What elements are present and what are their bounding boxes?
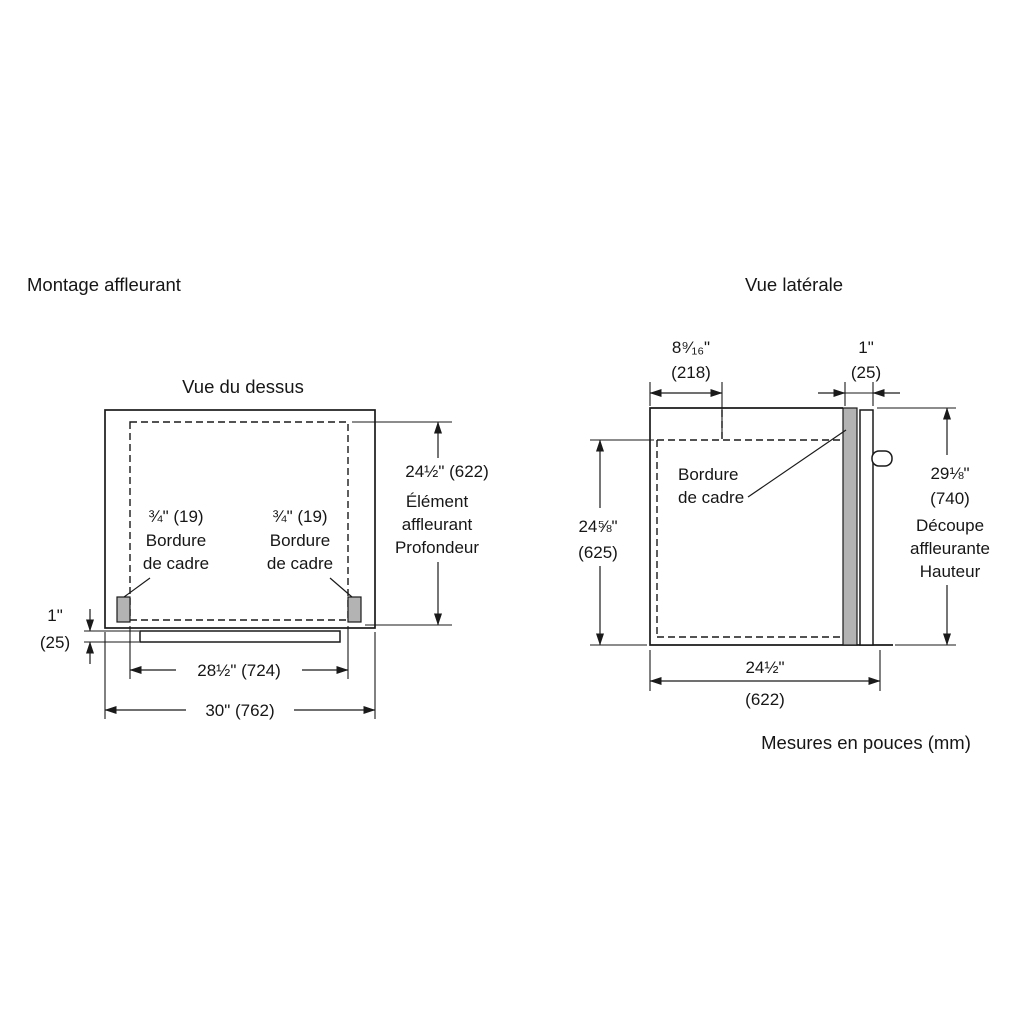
total-depth-dim: 24½" bbox=[745, 658, 784, 677]
cutout-dashed-outline bbox=[129, 421, 349, 621]
cutout-height-dim-mm: (740) bbox=[930, 489, 970, 508]
frame-border-block-right bbox=[347, 596, 362, 623]
top-inset-dim: 8⁹⁄₁₆" bbox=[672, 338, 710, 357]
frame-label-2: de cadre bbox=[678, 488, 744, 507]
frame-left-dim: ¾" (19) bbox=[148, 507, 203, 526]
cabinet-outline bbox=[104, 409, 376, 629]
frame-border-block-left bbox=[116, 596, 131, 623]
frame-label-1: Bordure bbox=[678, 465, 738, 484]
right-section-title: Vue latérale bbox=[745, 274, 843, 295]
opening-width-dim: 28½" (724) bbox=[197, 661, 281, 680]
depth-dim: 24½" (622) bbox=[405, 462, 489, 481]
units-note: Mesures en pouces (mm) bbox=[761, 732, 971, 753]
depth-label-1: Élément bbox=[406, 492, 469, 511]
total-depth-dim-mm: (622) bbox=[745, 690, 785, 709]
cavity-height-dim: 24⅝" bbox=[578, 517, 617, 536]
top-view: Vue du dessus 1" (25) ¾" (1 bbox=[40, 376, 489, 720]
overall-width-dim: 30" (762) bbox=[205, 701, 274, 720]
door-thickness-dim: 1" bbox=[858, 338, 874, 357]
frame-border-bar bbox=[842, 407, 858, 646]
cutout-height-label-1: Découpe bbox=[916, 516, 984, 535]
left-section-title: Montage affleurant bbox=[27, 274, 181, 295]
cabinet-section-outline bbox=[649, 407, 893, 646]
leader-line bbox=[747, 429, 847, 498]
frame-left-label-1: Bordure bbox=[146, 531, 206, 550]
frame-left-label-2: de cadre bbox=[143, 554, 209, 573]
side-view: 8⁹⁄₁₆" (218) 1" (25) 24⅝" (625) Bordure … bbox=[578, 338, 990, 709]
cutout-height-label-3: Hauteur bbox=[920, 562, 981, 581]
cavity-height-dim-mm: (625) bbox=[578, 543, 618, 562]
depth-label-3: Profondeur bbox=[395, 538, 479, 557]
door-thickness-dim-mm: (25) bbox=[851, 363, 881, 382]
frame-right-label-2: de cadre bbox=[267, 554, 333, 573]
frame-right-label-1: Bordure bbox=[270, 531, 330, 550]
leader-line bbox=[329, 577, 353, 598]
leader-line bbox=[123, 577, 151, 598]
frame-right-dim: ¾" (19) bbox=[272, 507, 327, 526]
top-inset-dim-mm: (218) bbox=[671, 363, 711, 382]
front-element bbox=[139, 630, 341, 643]
cutout-height-label-2: affleurante bbox=[910, 539, 990, 558]
front-thickness-dim: 1" bbox=[47, 606, 63, 625]
door-handle bbox=[871, 450, 893, 467]
depth-label-2: affleurant bbox=[402, 515, 473, 534]
top-view-title: Vue du dessus bbox=[182, 376, 304, 397]
door-panel bbox=[859, 409, 874, 646]
front-thickness-dim-mm: (25) bbox=[40, 633, 70, 652]
cutout-height-dim: 29⅛" bbox=[930, 464, 969, 483]
